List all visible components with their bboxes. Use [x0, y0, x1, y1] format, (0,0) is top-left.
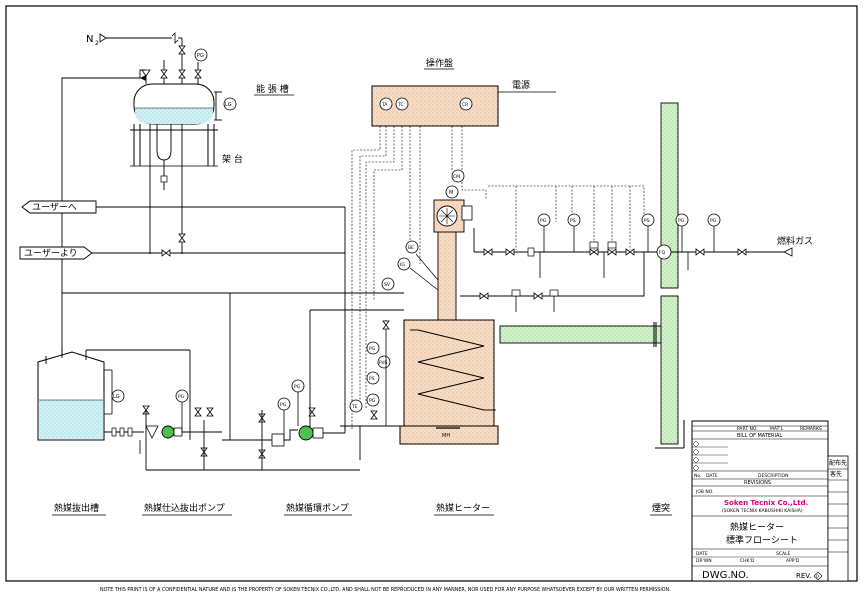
n2-label: N	[86, 34, 93, 45]
heater-group: M CM MH BE IG	[397, 169, 499, 445]
svg-text:TA: TA	[381, 102, 388, 108]
chimney-label: 煙突	[652, 502, 670, 514]
lg-gauge-tank	[223, 97, 237, 111]
svg-text:ユーザーへ: ユーザーへ	[32, 202, 77, 213]
svg-text:PG: PG	[369, 346, 376, 352]
svg-text:PS: PS	[570, 218, 576, 224]
heater-instruments: SV PG PdS PS TE PG	[309, 277, 404, 460]
flue-duct	[499, 325, 662, 344]
drain-tank-label: 熱媒抜出槽	[54, 502, 99, 514]
be-instrument	[405, 240, 419, 254]
svg-text:JOB NO.: JOB NO.	[695, 489, 714, 495]
revisions-title: REVISIONS	[744, 480, 771, 486]
svg-text:PS: PS	[644, 218, 650, 224]
title-block: PART NO. MAT'L REMARKS BILL OF MATERIAL …	[691, 420, 849, 582]
dwg-no-label: DWG.NO.	[702, 570, 749, 581]
svg-text:MAT'L: MAT'L	[770, 426, 784, 432]
heater-body	[403, 319, 495, 427]
svg-text:PART NO.: PART NO.	[737, 426, 758, 432]
bill-of-material-title: BILL OF MATERIAL	[737, 433, 782, 439]
svg-text:PG: PG	[294, 384, 301, 390]
customer-label: 客先	[830, 470, 842, 478]
fill-pump-label: 熱媒仕込抜出ポンプ	[144, 502, 225, 514]
svg-text:TC: TC	[397, 102, 404, 108]
heater-label: 熱媒ヒーター	[436, 502, 490, 514]
svg-text:CR: CR	[462, 102, 468, 108]
fq-meter	[656, 244, 672, 260]
svg-text:SCALE: SCALE	[776, 551, 791, 557]
svg-text:CHK'D: CHK'D	[740, 558, 755, 564]
heater-base	[399, 425, 499, 445]
user-lines: ユーザーへ ユーザーより	[19, 200, 384, 430]
svg-text:TE: TE	[351, 404, 358, 410]
svg-text:PG: PG	[197, 53, 204, 59]
svg-text:DR'WN: DR'WN	[696, 558, 712, 564]
svg-text:PG: PG	[178, 394, 185, 400]
svg-text:PS: PS	[369, 376, 375, 382]
pg-gauge-tank	[194, 48, 208, 62]
power-label: 電源	[512, 80, 530, 91]
svg-text:M: M	[449, 190, 453, 196]
svg-text:BE: BE	[408, 245, 414, 251]
svg-text:DATE: DATE	[696, 551, 708, 557]
sv-valve	[381, 277, 395, 291]
svg-text:PG: PG	[678, 218, 685, 224]
expansion-tank-label: 能 張 槽	[256, 83, 289, 95]
fill-pump	[161, 425, 175, 439]
equipment-labels: 熱媒抜出槽 熱媒仕込抜出ポンプ 熱媒循環ポンプ 熱媒ヒーター 煙突	[52, 502, 672, 516]
svg-text:PdS: PdS	[379, 360, 388, 366]
manhole-label: MH	[442, 433, 450, 439]
lg-gauge-drain	[111, 389, 125, 403]
svg-text:FQ: FQ	[659, 250, 666, 256]
chimney-lower	[660, 295, 679, 445]
svg-text:ユーザーより: ユーザーより	[24, 248, 78, 259]
svg-text:IG: IG	[400, 262, 405, 268]
company-subtitle: (SOKEN TECNIX KABUSHIKI KAISHA)	[722, 508, 803, 514]
circulation-pump-label: 熱媒循環ポンプ	[286, 502, 349, 514]
cm-meter	[451, 169, 465, 183]
svg-text:LG: LG	[225, 102, 232, 108]
svg-text:PG: PG	[710, 218, 717, 224]
svg-text:No.: No.	[694, 473, 701, 479]
company-name: Soken Tecnix Co.,Ltd.	[724, 499, 808, 507]
circulation-pump-group: PG PG	[222, 293, 346, 470]
ig-instrument	[397, 257, 411, 271]
fuel-gas-train: 燃料ガス FQ PG PS PS PG PG	[460, 213, 813, 312]
drawing-title-2: 標準フローシート	[726, 534, 798, 546]
svg-text:PG: PG	[280, 402, 287, 408]
svg-text:0: 0	[816, 574, 819, 580]
stand-label: 架 台	[222, 153, 243, 165]
drawing-title-1: 熱媒ヒーター	[730, 521, 784, 533]
circulation-pump	[298, 425, 314, 441]
fuel-gas-label: 燃料ガス	[777, 235, 813, 247]
svg-text:CM: CM	[453, 174, 460, 180]
control-panel-label: 操作盤	[426, 57, 453, 69]
from-user-arrow	[19, 246, 93, 260]
fill-pump-group: PG	[104, 389, 360, 471]
expansion-tank-group: N 2 PG LG 能 張 槽 架 台	[86, 32, 294, 254]
control-panel-group: 操作盤 電源 TA TC CR	[351, 57, 645, 430]
motor-m	[445, 185, 459, 199]
svg-text:REMARKS: REMARKS	[800, 426, 822, 432]
svg-text:APP'D: APP'D	[786, 558, 800, 564]
distribution-label: 配布先	[829, 459, 847, 467]
svg-text:LG: LG	[113, 394, 120, 400]
confidentiality-note: NOTE THIS PRINT IS OF A CONFIDENTIAL NAT…	[100, 587, 671, 593]
n2-subscript: 2	[95, 40, 99, 47]
chimney	[660, 102, 679, 289]
svg-text:PG: PG	[369, 398, 376, 404]
drain-tank-group: LG	[37, 348, 191, 441]
svg-text:PG: PG	[540, 218, 547, 224]
burner-duct	[437, 229, 457, 321]
svg-text:SV: SV	[384, 282, 391, 288]
svg-text:DESCRIPTION: DESCRIPTION	[758, 473, 788, 479]
rev-label: REV.	[796, 572, 811, 580]
svg-text:DATE: DATE	[706, 473, 718, 479]
control-panel	[371, 85, 499, 127]
